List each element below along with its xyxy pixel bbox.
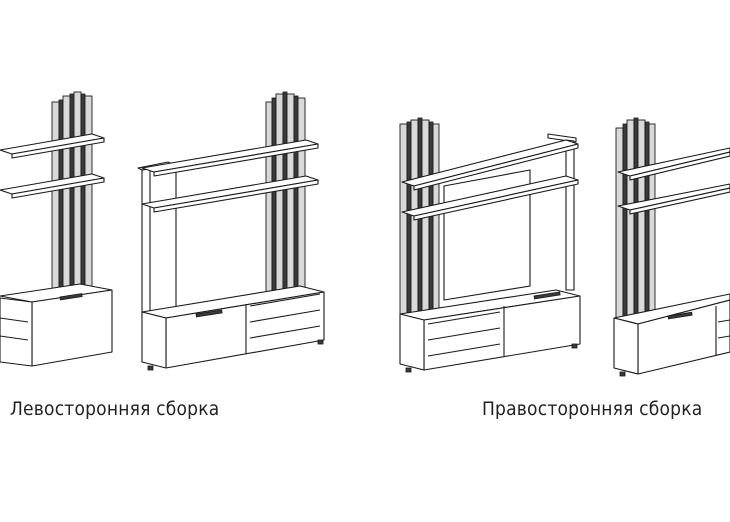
wall-shelf — [0, 133, 105, 199]
unit-right-assembly — [399, 117, 581, 373]
tv-cabinet — [0, 283, 113, 367]
tv-cabinet — [613, 293, 730, 377]
unit-right-assembly-partial — [613, 117, 730, 377]
tv-cabinet — [399, 289, 581, 373]
unit-left-assembly-partial — [0, 91, 113, 367]
wall-shelf — [141, 139, 319, 213]
slat-panel — [265, 91, 306, 295]
unit-left-assembly — [137, 91, 325, 371]
slat-panel — [51, 91, 93, 293]
wall-shelf — [617, 147, 730, 215]
tv-cabinet — [141, 285, 325, 371]
slat-panel — [615, 117, 656, 319]
wall-shelf — [401, 139, 579, 221]
caption-right-assembly: Правосторонняя сборка — [482, 398, 703, 420]
caption-left-assembly: Левосторонняя сборка — [10, 398, 220, 420]
